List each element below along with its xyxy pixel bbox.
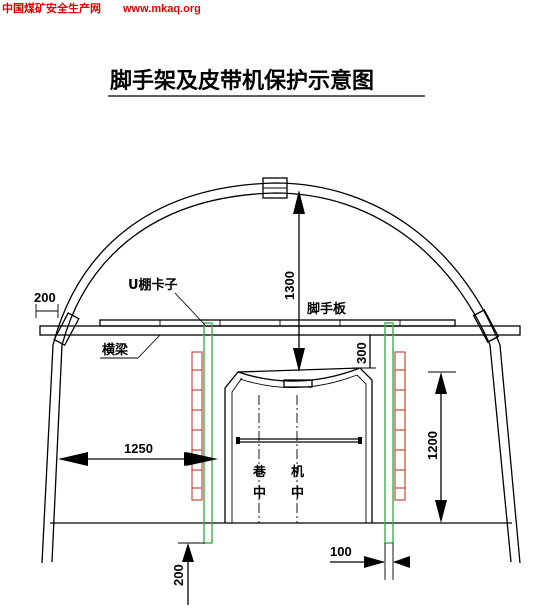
dim-board-to-belt-text: 300 (354, 342, 369, 364)
left-post (203, 322, 213, 544)
site-name: 中国煤矿安全生产网 (2, 1, 101, 15)
dim-arch-clearance-text: 1300 (282, 271, 297, 300)
u-clamp-leader (174, 292, 206, 326)
dim-post-offset-text: 100 (330, 544, 352, 559)
right-ladder (394, 351, 406, 501)
dim-right-height-text: 1200 (425, 431, 440, 460)
scaffold-board-label: 脚手板 (307, 301, 347, 317)
dim-crossbeam-thickness-text: 200 (34, 290, 56, 305)
right-post (384, 322, 394, 544)
dim-post-offset: 100 (330, 543, 410, 580)
u-clamp-label: U棚卡子 (128, 277, 178, 293)
dim-board-to-belt: 300 (352, 334, 376, 369)
right-arch-clamp (472, 309, 500, 343)
machine-center-label-2: 中 (291, 485, 304, 501)
belt-idler (283, 379, 313, 388)
left-ladder (191, 351, 203, 501)
machine-center-label-1: 机 (291, 464, 304, 480)
crossbeam-label: 横梁 (102, 342, 129, 358)
site-url: www.mkaq.org (122, 3, 201, 15)
scaffold-boards (99, 319, 456, 327)
dim-arch-clearance: 1300 (282, 190, 305, 372)
dim-bottom-depth: 200 (171, 542, 205, 605)
tunnel-center-label-1: 巷 (252, 464, 267, 480)
dim-right-height: 1200 (425, 371, 456, 524)
crossbeam-leader (137, 334, 161, 359)
dim-side-distance-text: 1250 (124, 441, 153, 456)
crossbeam (39, 319, 521, 336)
tunnel-center-label-2: 中 (253, 485, 266, 501)
dim-side-distance: 1250 (58, 441, 218, 466)
dim-crossbeam-thickness: 200 (34, 290, 59, 318)
diagram-title: 脚手架及皮带机保护示意图 (110, 68, 374, 94)
dim-bottom-depth-text: 200 (171, 564, 186, 586)
